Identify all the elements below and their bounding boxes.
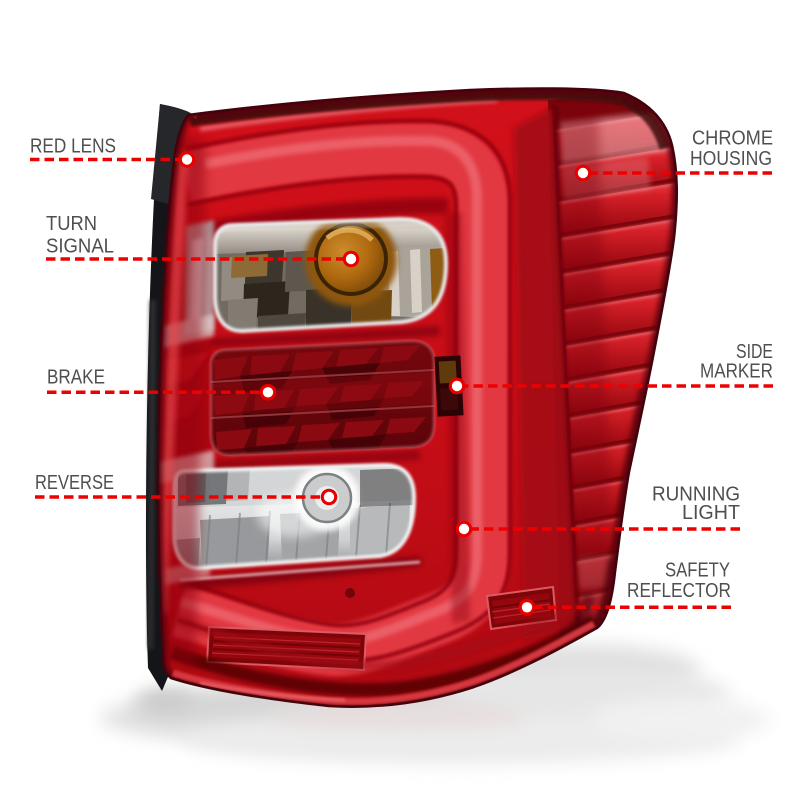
svg-text:RUNNING: RUNNING (652, 483, 740, 506)
svg-text:CHROME: CHROME (692, 127, 773, 150)
svg-text:REFLECTOR: REFLECTOR (627, 579, 731, 602)
svg-text:TURN: TURN (46, 212, 97, 235)
svg-text:RED LENS: RED LENS (30, 135, 116, 158)
svg-text:BRAKE: BRAKE (47, 366, 105, 389)
svg-text:SIGNAL: SIGNAL (46, 235, 114, 258)
svg-text:SAFETY: SAFETY (665, 559, 730, 582)
svg-text:LIGHT: LIGHT (682, 501, 740, 524)
svg-text:SIDE: SIDE (736, 340, 773, 363)
svg-text:MARKER: MARKER (700, 360, 773, 383)
svg-text:HOUSING: HOUSING (690, 147, 772, 170)
svg-text:REVERSE: REVERSE (35, 471, 114, 494)
